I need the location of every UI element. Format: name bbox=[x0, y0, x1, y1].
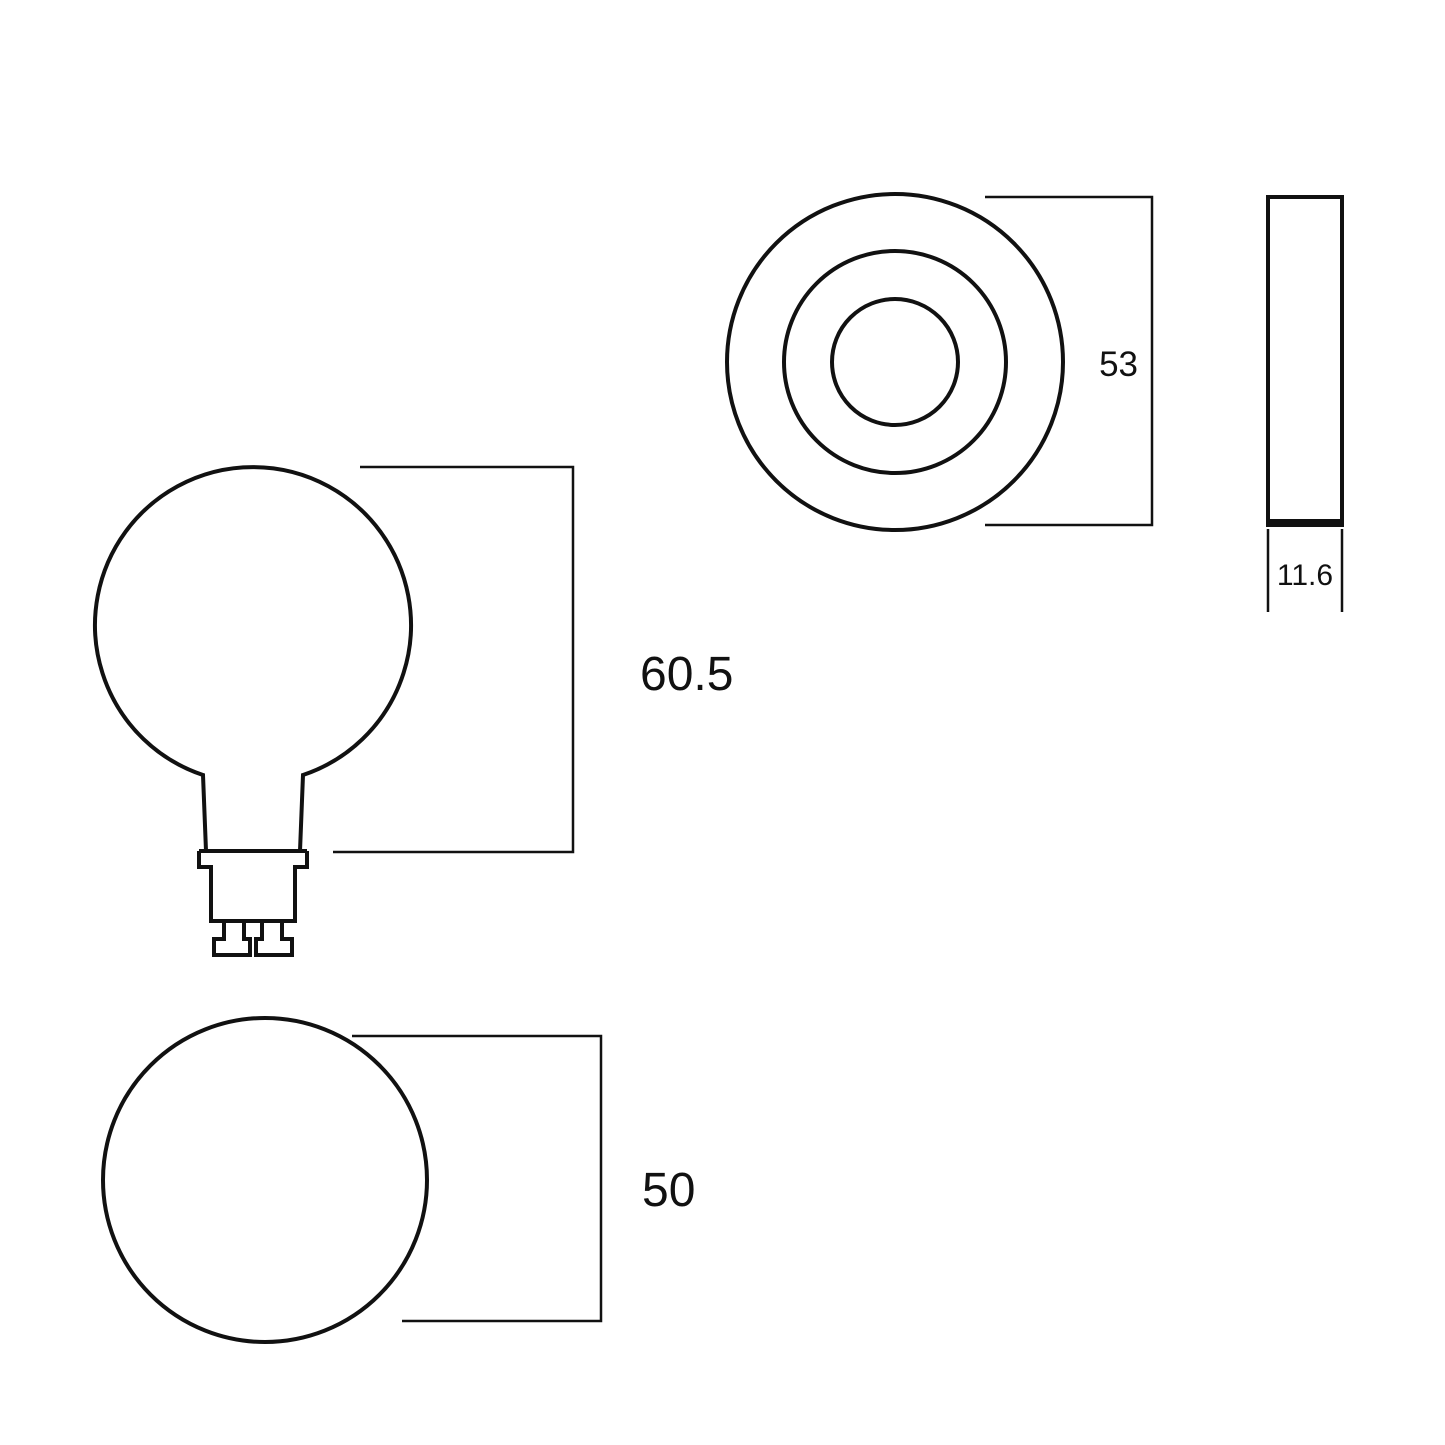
height-label: 60.5 bbox=[640, 648, 733, 701]
bulb-pin-right bbox=[254, 921, 294, 957]
face-diameter-extension-lines bbox=[985, 195, 1154, 527]
thickness-dimension: 11.6 bbox=[1266, 529, 1344, 612]
face-diameter-dimension: 53 bbox=[985, 195, 1154, 527]
bulb-top-view bbox=[101, 1016, 429, 1344]
side-profile-rect bbox=[1266, 195, 1344, 523]
front-inner-circle bbox=[830, 297, 960, 427]
diameter-dimension: 50 bbox=[352, 1034, 695, 1323]
bulb-front-view bbox=[725, 192, 1065, 532]
height-extension-lines bbox=[333, 465, 575, 854]
disc-side-view bbox=[1266, 195, 1344, 527]
diameter-extension-lines bbox=[352, 1034, 603, 1323]
thickness-label: 11.6 bbox=[1277, 559, 1333, 592]
bulb-cap-body bbox=[197, 851, 309, 923]
diameter-label: 50 bbox=[642, 1164, 695, 1217]
height-dimension: 60.5 bbox=[333, 465, 733, 854]
bulb-side-view bbox=[93, 465, 413, 957]
front-middle-circle bbox=[782, 249, 1008, 475]
front-outer-circle bbox=[725, 192, 1065, 532]
face-diameter-label: 53 bbox=[1099, 345, 1138, 384]
bulb-pin-left bbox=[212, 921, 252, 957]
bulb-globe-outline bbox=[93, 465, 413, 852]
top-view-circle bbox=[101, 1016, 429, 1344]
